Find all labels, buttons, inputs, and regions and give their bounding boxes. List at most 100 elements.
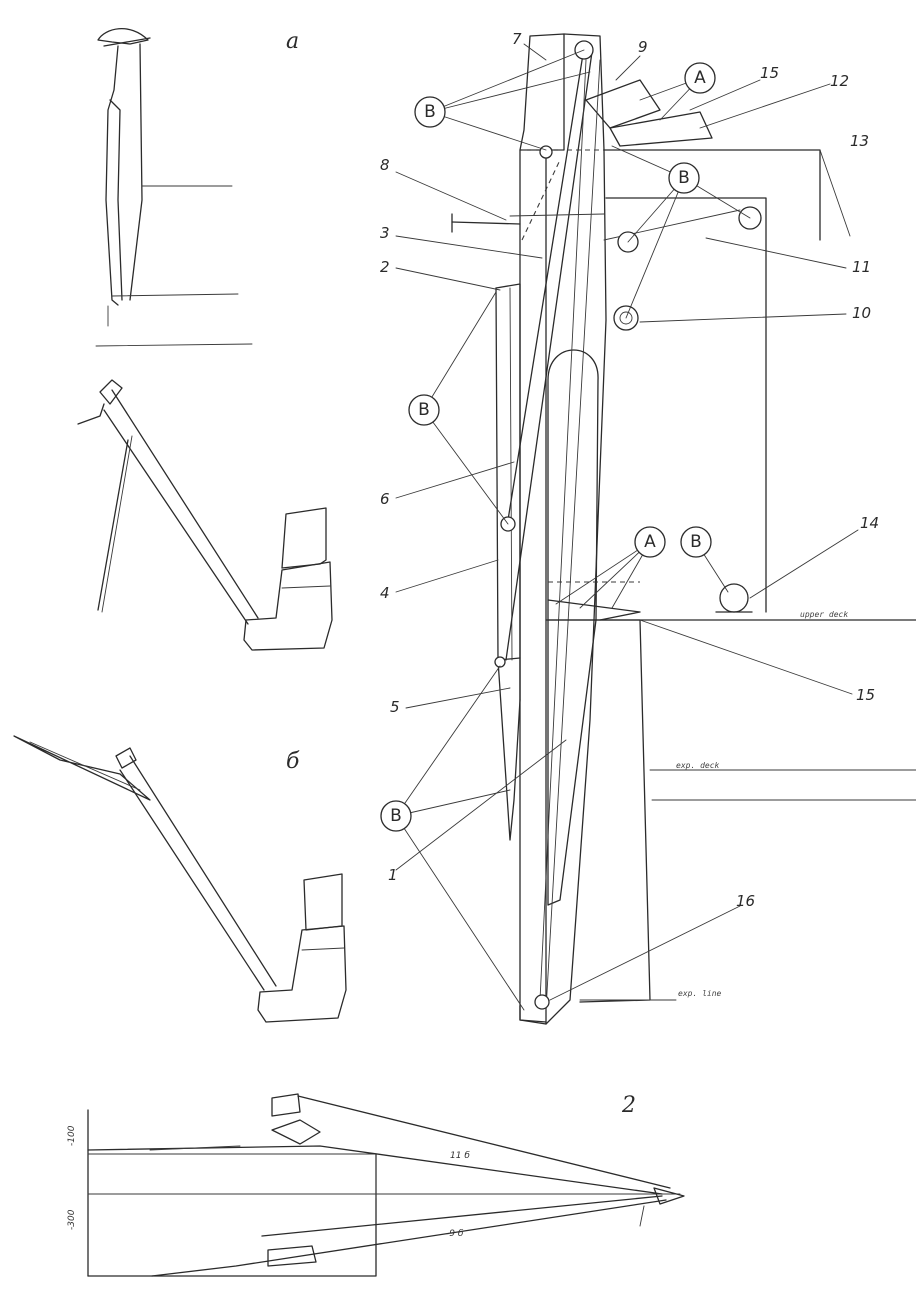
fig-c-upper-head xyxy=(271,1093,301,1117)
main-arm-body xyxy=(495,287,521,841)
fig-c-upper-value: 11 б xyxy=(450,1151,470,1161)
leader-15-top xyxy=(689,79,761,111)
leader-5 xyxy=(405,687,511,709)
part-12: 12 xyxy=(830,72,849,90)
fig-c-upper-boom-top xyxy=(297,1095,671,1189)
main-mast-top xyxy=(519,33,565,151)
fig-a2-cable xyxy=(97,439,129,611)
main-mast xyxy=(519,149,547,1025)
badge-B-left: B xyxy=(408,394,440,426)
fig-c-lower-boom-top xyxy=(261,1195,663,1237)
leader-8 xyxy=(395,171,507,221)
leader-15-low xyxy=(639,619,853,695)
main-arm-inner xyxy=(509,287,513,661)
fig-a2-house-line xyxy=(281,585,331,589)
winch-10-hub xyxy=(619,311,633,325)
mast-foot xyxy=(519,1005,547,1023)
main-cable-1 xyxy=(507,47,585,521)
part-13: 13 xyxy=(850,132,869,150)
fig-a2-cable-2 xyxy=(101,435,133,613)
fig-b-head-line xyxy=(29,741,141,791)
fig-c-upper-hook xyxy=(271,1119,321,1145)
main-top-davit xyxy=(609,111,713,147)
fig-b-head-block xyxy=(115,747,137,769)
sheave-5 xyxy=(494,656,506,668)
leader-7 xyxy=(523,43,547,61)
badge-A-low: A xyxy=(634,526,666,558)
fig-a2-boom-top xyxy=(111,389,259,619)
part-14: 14 xyxy=(860,514,879,532)
badge-B-top: B xyxy=(414,96,446,128)
main-arm-upper xyxy=(495,283,521,701)
svg-text:B: B xyxy=(390,806,402,826)
svg-text:A: A xyxy=(644,532,656,552)
leader-A-low-2 xyxy=(579,541,651,609)
figure-main: exp. deck exp. line upper deck xyxy=(380,30,916,1025)
main-brace-dashed xyxy=(521,159,561,241)
fig-b-house-top xyxy=(303,873,343,931)
figure-label-c: 2 xyxy=(621,1093,636,1118)
main-top-gear xyxy=(585,79,661,129)
fig-a-head xyxy=(97,27,149,45)
leader-B-left-2 xyxy=(423,409,509,525)
figure-label-a: a xyxy=(286,29,299,54)
fig-a-head-arm xyxy=(103,37,151,47)
deck-mark-bottom: exp. line xyxy=(678,989,722,998)
figure-label-b: б xyxy=(286,749,300,774)
fig-b-boom-top xyxy=(129,755,277,987)
part-2: 2 xyxy=(380,258,390,276)
part-15-low: 15 xyxy=(856,686,875,704)
fig-b-head xyxy=(13,735,151,801)
leader-B-low-3 xyxy=(395,815,525,1011)
leader-2 xyxy=(395,267,501,291)
figure-a: a xyxy=(95,27,299,347)
svg-text:B: B xyxy=(690,532,702,552)
fig-a-boom-left xyxy=(105,45,119,306)
part-16: 16 xyxy=(736,892,755,910)
figure-a-raised xyxy=(77,379,333,651)
part-15-top: 15 xyxy=(760,64,779,82)
fig-a2-boom-bottom xyxy=(103,409,249,625)
leader-9 xyxy=(615,55,641,81)
main-hull-front xyxy=(545,149,607,1025)
fig-c-lower-head xyxy=(267,1245,317,1267)
part-8: 8 xyxy=(380,156,390,174)
leader-B-left-1 xyxy=(423,291,497,411)
fig-c-mark-upper: -100 xyxy=(67,1125,77,1146)
leader-B-low-1 xyxy=(395,665,501,817)
fig-c-lower-value: -9 б xyxy=(446,1229,464,1239)
main-cable-4 xyxy=(545,59,601,1011)
part-9: 9 xyxy=(638,38,648,56)
fig-b-house-body xyxy=(257,925,347,1023)
badge-B-low: B xyxy=(380,800,412,832)
fig-c-lower-boom-bottom xyxy=(151,1199,667,1277)
leader-10 xyxy=(639,313,847,323)
leader-B-top-3 xyxy=(429,111,547,151)
motor-14 xyxy=(719,583,749,613)
badge-B-mid: B xyxy=(668,162,700,194)
part-4: 4 xyxy=(380,584,390,602)
part-5: 5 xyxy=(390,698,400,716)
part-1: 1 xyxy=(388,866,398,884)
leader-B-mid-2 xyxy=(625,177,685,319)
figure-b: б xyxy=(13,735,347,1023)
fig-c-upper-boom-bottom xyxy=(87,1145,663,1195)
fig-a-base-line xyxy=(95,343,253,347)
deck-mark-lower: exp. deck xyxy=(676,761,720,770)
winch-handle xyxy=(451,221,521,225)
main-cable-3 xyxy=(539,59,587,1001)
part-7: 7 xyxy=(512,30,522,48)
main-hull-stern xyxy=(579,619,651,1003)
leader-B-low-2 xyxy=(395,789,511,817)
leader-A-low-1 xyxy=(555,541,651,605)
fig-c-tip xyxy=(653,1187,685,1205)
leader-B-top-1 xyxy=(429,49,585,113)
fig-a-boom-right xyxy=(129,43,143,301)
sheave-7 xyxy=(539,145,553,159)
part-3: 3 xyxy=(380,224,390,242)
badge-B-motor: B xyxy=(680,526,712,558)
fig-a2-head xyxy=(99,379,123,405)
fig-c-tip-post xyxy=(639,1205,645,1227)
fig-a2-head-arm xyxy=(77,403,105,425)
